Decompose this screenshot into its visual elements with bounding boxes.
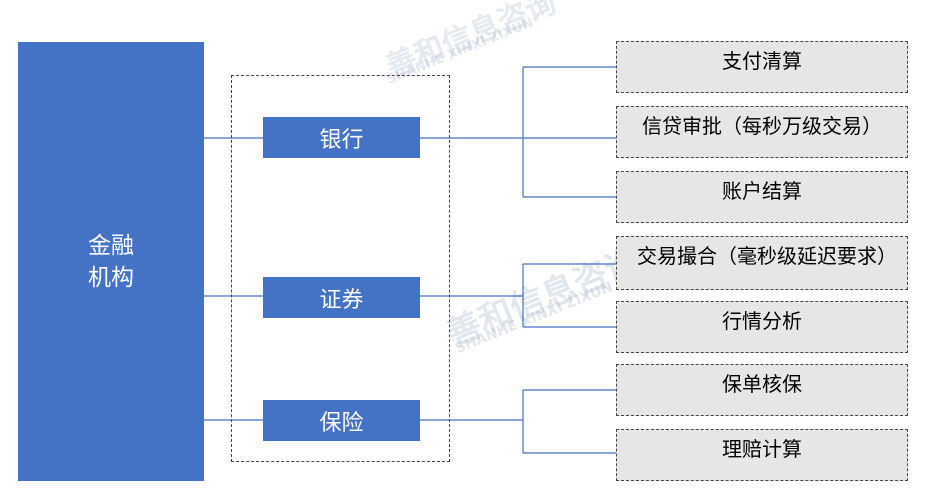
category-group-frame: [231, 75, 450, 462]
category-insurance: 保险: [263, 400, 420, 441]
root-node: 金融 机构: [18, 42, 204, 481]
leaf-market-analysis: 行情分析: [616, 301, 908, 353]
leaf-account-settlement: 账户结算: [616, 171, 908, 223]
root-label-line-1: 金融: [88, 232, 134, 259]
leaf-policy-underwriting: 保单核保: [616, 364, 908, 416]
root-label-line-2: 机构: [88, 264, 134, 291]
category-bank: 银行: [263, 117, 420, 158]
leaf-claims-calculation: 理赔计算: [616, 429, 908, 481]
leaf-payment-clearing: 支付清算: [616, 41, 908, 93]
leaf-trade-matching: 交易撮合（毫秒级延迟要求）: [616, 236, 908, 290]
leaf-credit-approval: 信贷审批（每秒万级交易）: [616, 106, 908, 158]
category-securities: 证券: [263, 277, 420, 318]
